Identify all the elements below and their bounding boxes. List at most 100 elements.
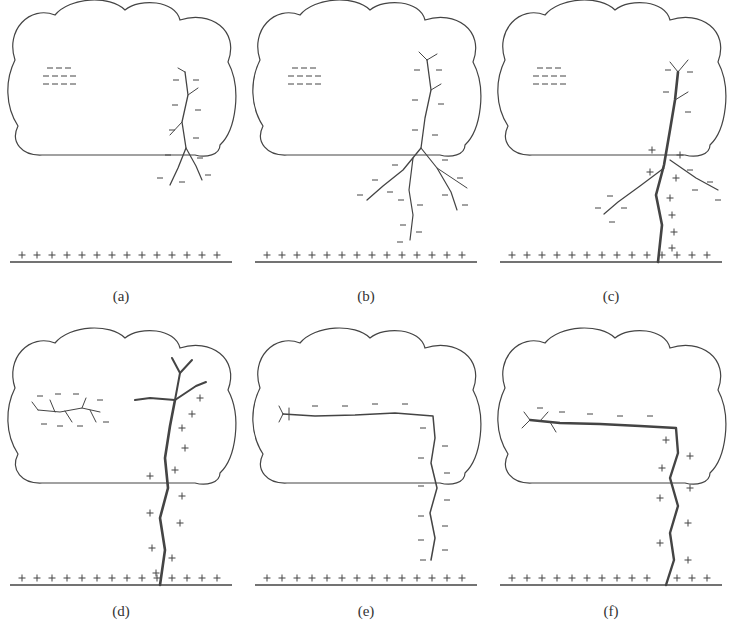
positive-charge bbox=[707, 575, 708, 582]
negative-charge bbox=[444, 500, 450, 501]
positive-charge bbox=[660, 495, 661, 502]
negative-charge bbox=[315, 76, 321, 77]
positive-charge bbox=[67, 252, 68, 259]
positive-charge bbox=[557, 252, 558, 259]
negative-charge bbox=[169, 130, 175, 131]
positive-charge bbox=[97, 252, 98, 259]
positive-charge bbox=[707, 252, 708, 259]
positive-charge bbox=[670, 195, 671, 202]
positive-charge bbox=[202, 252, 203, 259]
negative-charge bbox=[398, 200, 404, 201]
lightning-stage bbox=[8, 328, 236, 585]
panel-label: (d) bbox=[110, 603, 132, 620]
negative-charge bbox=[551, 84, 557, 85]
negative-charge bbox=[292, 68, 298, 69]
positive-charge bbox=[672, 245, 673, 252]
ground-line bbox=[10, 584, 232, 586]
negative-charge bbox=[609, 222, 615, 223]
positive-charge bbox=[150, 510, 151, 517]
negative-charge bbox=[621, 208, 627, 209]
leader-stroke bbox=[188, 88, 198, 95]
positive-charge bbox=[142, 252, 143, 259]
negative-charge bbox=[288, 84, 294, 85]
positive-charge bbox=[402, 252, 403, 259]
positive-charge bbox=[127, 252, 128, 259]
positive-charge bbox=[187, 252, 188, 259]
leader-stroke bbox=[170, 72, 188, 185]
negative-charge bbox=[707, 182, 713, 183]
negative-charge bbox=[357, 195, 363, 196]
positive-charge bbox=[82, 575, 83, 582]
ground-line bbox=[500, 584, 722, 586]
negative-charge bbox=[52, 84, 58, 85]
leader-stroke bbox=[186, 148, 202, 180]
positive-charge bbox=[282, 575, 283, 582]
leader-stroke bbox=[540, 412, 548, 421]
lightning-stage bbox=[498, 0, 726, 262]
negative-charge bbox=[312, 406, 318, 407]
negative-charge bbox=[47, 68, 53, 69]
negative-charge bbox=[197, 158, 203, 159]
positive-charge bbox=[357, 575, 358, 582]
negative-charge bbox=[103, 422, 109, 423]
negative-charge bbox=[715, 200, 721, 201]
leader-stroke bbox=[279, 414, 283, 422]
lightning-stage bbox=[253, 0, 481, 262]
negative-charge bbox=[417, 205, 423, 206]
positive-charge bbox=[172, 575, 173, 582]
negative-charge bbox=[205, 175, 211, 176]
panel-label: (c) bbox=[601, 288, 622, 305]
negative-charge bbox=[559, 412, 565, 413]
positive-charge bbox=[142, 575, 143, 582]
negative-charge bbox=[310, 68, 316, 69]
positive-charge bbox=[662, 465, 663, 472]
positive-charge bbox=[432, 575, 433, 582]
negative-charge bbox=[77, 426, 83, 427]
positive-charge bbox=[217, 252, 218, 259]
leader-stroke bbox=[82, 398, 86, 408]
positive-charge bbox=[462, 575, 463, 582]
negative-charge bbox=[57, 426, 63, 427]
positive-charge bbox=[357, 252, 358, 259]
lightning-stage bbox=[498, 328, 726, 585]
negative-charge bbox=[687, 72, 693, 73]
positive-charge bbox=[327, 252, 328, 259]
leader-stroke bbox=[421, 148, 457, 210]
positive-charge bbox=[652, 147, 653, 154]
negative-charge bbox=[195, 110, 201, 111]
negative-charge bbox=[438, 104, 444, 105]
thundercloud bbox=[8, 0, 236, 156]
negative-charge bbox=[665, 70, 671, 71]
positive-charge bbox=[666, 437, 667, 444]
leader-stroke bbox=[437, 168, 467, 188]
leader-stroke bbox=[178, 68, 185, 72]
positive-charge bbox=[542, 252, 543, 259]
negative-charge bbox=[412, 130, 418, 131]
negative-charge bbox=[65, 68, 71, 69]
negative-charge bbox=[551, 76, 557, 77]
leader-stroke bbox=[675, 92, 688, 100]
negative-charge bbox=[43, 84, 49, 85]
leader-stroke bbox=[135, 398, 175, 400]
negative-charge bbox=[306, 84, 312, 85]
positive-charge bbox=[690, 453, 691, 460]
positive-charge bbox=[372, 252, 373, 259]
positive-charge bbox=[387, 252, 388, 259]
positive-charge bbox=[312, 575, 313, 582]
thundercloud bbox=[253, 0, 481, 156]
positive-charge bbox=[632, 252, 633, 259]
negative-charge bbox=[193, 138, 199, 139]
negative-charge bbox=[173, 80, 179, 81]
positive-charge bbox=[127, 575, 128, 582]
negative-charge bbox=[172, 105, 178, 106]
negative-charge bbox=[692, 190, 698, 191]
negative-charge bbox=[617, 416, 623, 417]
positive-charge bbox=[157, 575, 158, 582]
positive-charge bbox=[172, 555, 173, 562]
leader-stroke bbox=[431, 84, 441, 90]
negative-charge bbox=[560, 84, 566, 85]
positive-charge bbox=[647, 252, 648, 259]
positive-charge bbox=[372, 575, 373, 582]
return-stroke bbox=[656, 72, 678, 262]
